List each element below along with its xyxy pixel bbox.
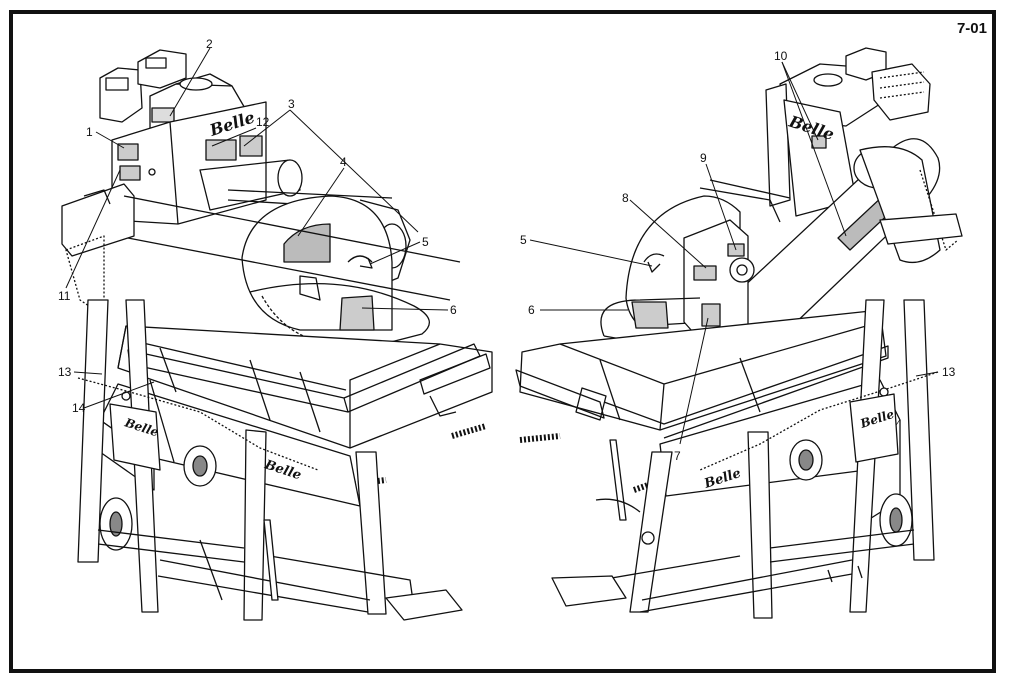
leader-13l — [73, 371, 103, 375]
leader-3b — [289, 109, 419, 233]
leader-14 — [83, 381, 155, 409]
leader-10 — [781, 61, 819, 141]
leader-1 — [95, 131, 125, 149]
right-saw-machine — [515, 47, 963, 619]
leader-13r — [915, 371, 939, 377]
callout-11: 11 — [58, 289, 71, 303]
callout-1: 1 — [86, 125, 93, 139]
callout-5-right: 5 — [520, 233, 527, 247]
callout-labels: 1 2 3 12 4 5 6 11 13 14 5 6 8 9 10 7 13 — [58, 37, 956, 463]
leader-12 — [211, 127, 257, 147]
callout-6-left: 6 — [450, 303, 457, 317]
leader-9 — [705, 163, 737, 251]
callout-2: 2 — [206, 37, 213, 51]
leader-lines — [65, 47, 939, 445]
page-number: 7-01 — [956, 20, 987, 37]
leader-7 — [679, 317, 709, 445]
callout-12: 12 — [256, 115, 270, 129]
leader-6l — [361, 307, 449, 311]
leader-3 — [243, 109, 291, 147]
leader-10b — [781, 61, 847, 237]
callout-7: 7 — [674, 449, 681, 463]
callout-8: 8 — [622, 191, 629, 205]
leader-11 — [65, 169, 121, 289]
leader-5r — [529, 239, 653, 267]
callout-4: 4 — [340, 155, 347, 169]
leader-4 — [297, 167, 345, 237]
leader-8 — [629, 199, 707, 269]
callout-3: 3 — [288, 97, 295, 111]
callout-9: 9 — [700, 151, 707, 165]
leader-2 — [169, 47, 211, 117]
callout-6-right: 6 — [528, 303, 535, 317]
callout-5-left: 5 — [422, 235, 429, 249]
left-saw-machine — [61, 49, 493, 621]
callout-14: 14 — [72, 401, 86, 415]
callout-10: 10 — [774, 49, 788, 63]
callout-13-left: 13 — [58, 365, 72, 379]
callout-13-right: 13 — [942, 365, 956, 379]
leader-5l — [369, 241, 421, 265]
